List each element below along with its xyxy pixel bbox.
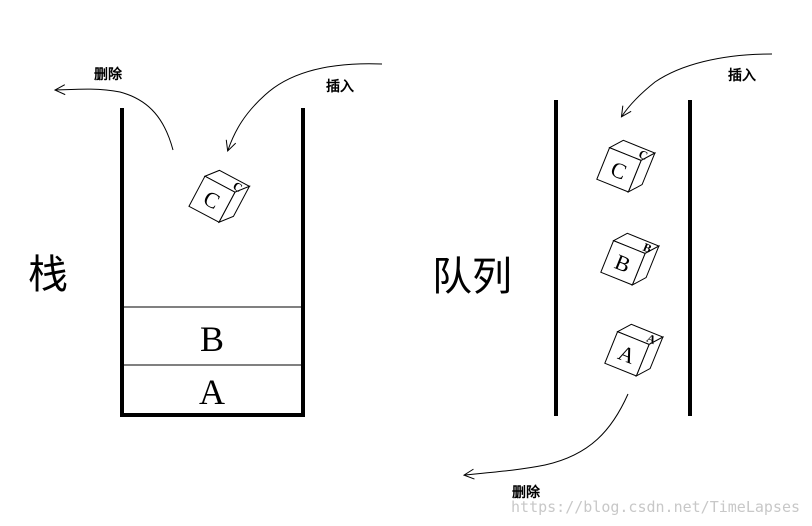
queue-cube-a: A A <box>604 323 665 378</box>
stack-container <box>120 108 305 417</box>
queue-title: 队列 <box>432 254 512 300</box>
stack-diagram: 栈 B A 删除 插入 C C <box>28 63 383 417</box>
stack-insert-label: 插入 <box>326 78 354 95</box>
stack-title: 栈 <box>28 252 68 298</box>
stack-cube-c: C C <box>188 169 251 224</box>
stack-cell-b: B <box>200 319 224 359</box>
stack-cell-a: A <box>199 372 225 412</box>
queue-delete-arrow <box>465 393 629 475</box>
queue-delete-label: 删除 <box>512 484 541 501</box>
queue-cube-c: C C <box>596 139 657 194</box>
stack-delete-arrow <box>56 89 174 151</box>
watermark-text: https://blog.csdn.net/TimeLapses <box>511 498 800 516</box>
stack-delete-label: 删除 <box>94 66 123 83</box>
queue-cube-b: B B <box>600 232 661 287</box>
stack-insert-arrow <box>228 63 383 150</box>
queue-diagram: 队列 插入 删除 C C B B A <box>432 53 773 501</box>
queue-insert-label: 插入 <box>728 67 756 84</box>
queue-insert-arrow <box>622 53 773 116</box>
